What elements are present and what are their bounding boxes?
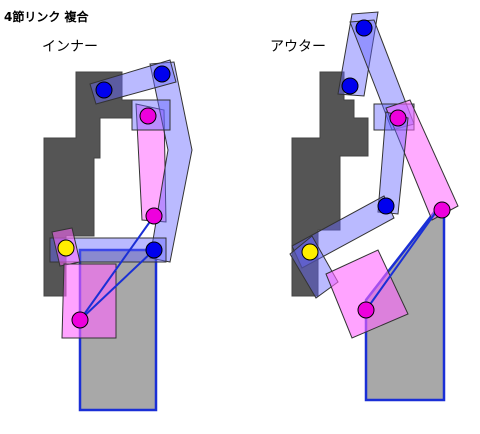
inner-line-1 (79, 215, 155, 321)
outer-joint-magenta-1 (389, 109, 407, 127)
inner-joint-magenta-1 (139, 107, 157, 125)
inner-pink-square (61, 263, 117, 339)
inner-line-2 (79, 249, 155, 321)
outer-gray-block (364, 208, 446, 402)
outer-joint-blue-1 (355, 19, 373, 37)
inner-pink-link (135, 103, 167, 223)
outer-joint-yellow (301, 243, 319, 261)
outer-label: アウター (270, 39, 326, 55)
outer-mechanism (289, 11, 459, 402)
inner-joint-blue-3 (145, 241, 163, 259)
inner-joint-magenta-2 (145, 207, 163, 225)
inner-joint-blue-1 (95, 81, 113, 99)
inner-label: インナー (42, 39, 98, 55)
outer-joint-blue-2 (341, 77, 359, 95)
inner-joint-yellow (57, 239, 75, 257)
inner-joint-blue-2 (153, 65, 171, 83)
outer-joint-blue-3 (377, 197, 395, 215)
outer-line-1 (365, 211, 437, 311)
outer-joint-magenta-2 (433, 201, 451, 219)
outer-pink-square (325, 249, 409, 339)
diagram-title: 4節リンク 複合 (4, 10, 89, 24)
outer-pink-link (385, 99, 459, 221)
inner-joint-magenta-3 (71, 311, 89, 329)
outer-joint-magenta-3 (357, 301, 375, 319)
inner-mechanism (43, 59, 193, 412)
outer-frame (291, 71, 369, 297)
